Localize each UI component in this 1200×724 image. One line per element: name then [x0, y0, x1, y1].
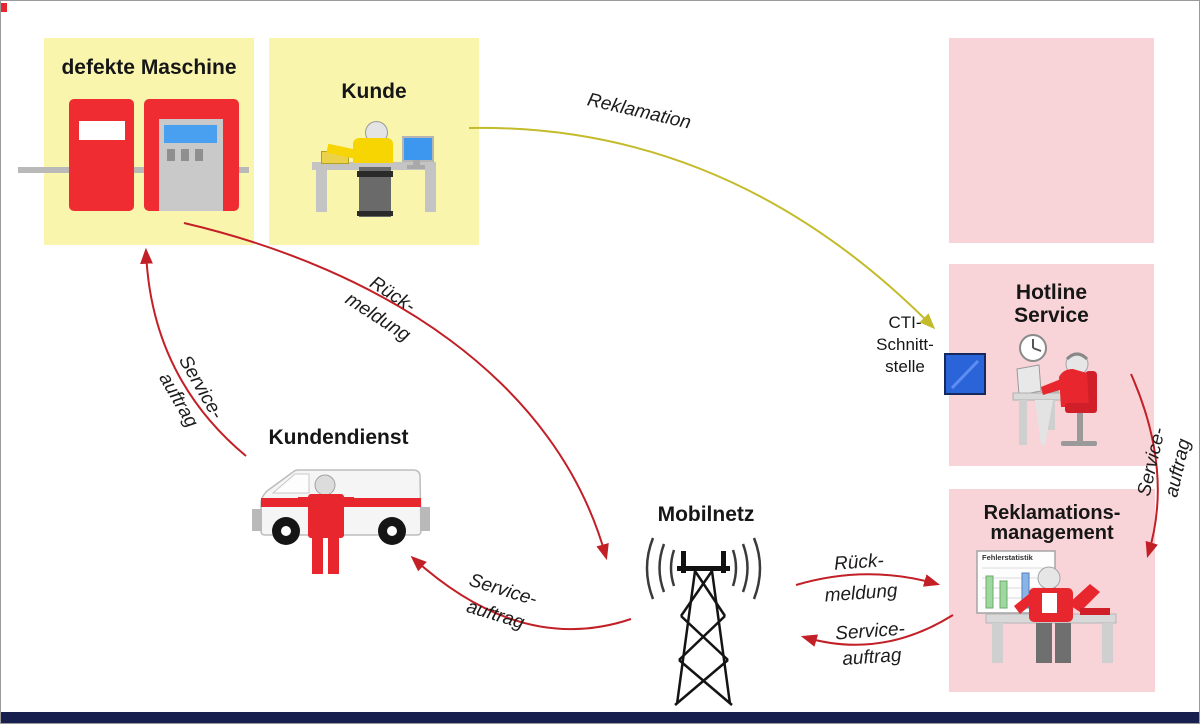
rueckmeldung-maschine-label: Rück- meldung — [341, 272, 419, 346]
kunde-monitor-base — [407, 165, 425, 169]
mobilnetz-label: Mobilnetz — [657, 503, 755, 526]
serviceauftrag-kundendienst-label: Service- auftrag — [463, 569, 540, 634]
cti-label: CTI- Schnitt- stelle — [867, 312, 943, 378]
kunde-torso-icon — [353, 138, 393, 163]
kundendienst-label: Kundendienst — [268, 426, 409, 449]
reklamation-title-line2: management — [990, 522, 1114, 544]
machine-button — [167, 149, 175, 161]
machine-slot — [79, 121, 125, 140]
machine-right-unit-icon — [144, 99, 239, 211]
hotline-title-line2: Service — [1014, 304, 1089, 327]
kunde-desk-top — [312, 162, 436, 170]
machine-panel — [159, 119, 223, 211]
defekte-maschine-title: defekte Maschine — [61, 56, 237, 79]
arrow-reklamation — [468, 126, 936, 330]
reklamation-title-line1: Reklamations- — [983, 502, 1121, 524]
machine-screen — [164, 125, 217, 143]
machine-left-unit-icon — [69, 99, 134, 211]
empty-pink-box — [949, 38, 1154, 243]
kunde-desk-leg — [316, 170, 327, 212]
kunde-chair-rim — [357, 171, 393, 177]
kunde-desk-leg — [425, 170, 436, 212]
kunde-monitor-icon — [402, 136, 434, 162]
cti-line1: CTI- — [888, 313, 922, 332]
footer-bar — [1, 712, 1199, 723]
machine-button — [181, 149, 189, 161]
radio-tower-icon — [645, 537, 762, 706]
hotline-title-line1: Hotline — [1015, 281, 1088, 304]
reklamation-arrow-label: Reklamation — [585, 89, 693, 134]
cti-interface-icon — [944, 353, 986, 395]
kunde-monitor-stand — [413, 160, 420, 165]
machine-button — [195, 149, 203, 161]
cti-line2: Schnitt- — [876, 335, 934, 354]
corner-artifact — [1, 3, 7, 12]
service-van-icon — [252, 469, 430, 574]
fehlerstatistik-title: Fehlerstatistik — [982, 553, 1034, 562]
kunde-title: Kunde — [341, 80, 407, 103]
kunde-chair-base — [357, 211, 393, 216]
complaint-manager-icon: Fehlerstatistik — [976, 550, 1117, 663]
serviceauftrag-mobilnetz-label: Service- auftrag — [834, 618, 906, 671]
hotline-agent-icon — [1012, 334, 1097, 446]
headset-icon — [1065, 352, 1089, 361]
serviceauftrag-maschine-label: Service- auftrag — [154, 351, 228, 432]
cti-line3: stelle — [885, 357, 925, 376]
rueckmeldung-reklamation-label: Rück- meldung — [823, 550, 899, 607]
